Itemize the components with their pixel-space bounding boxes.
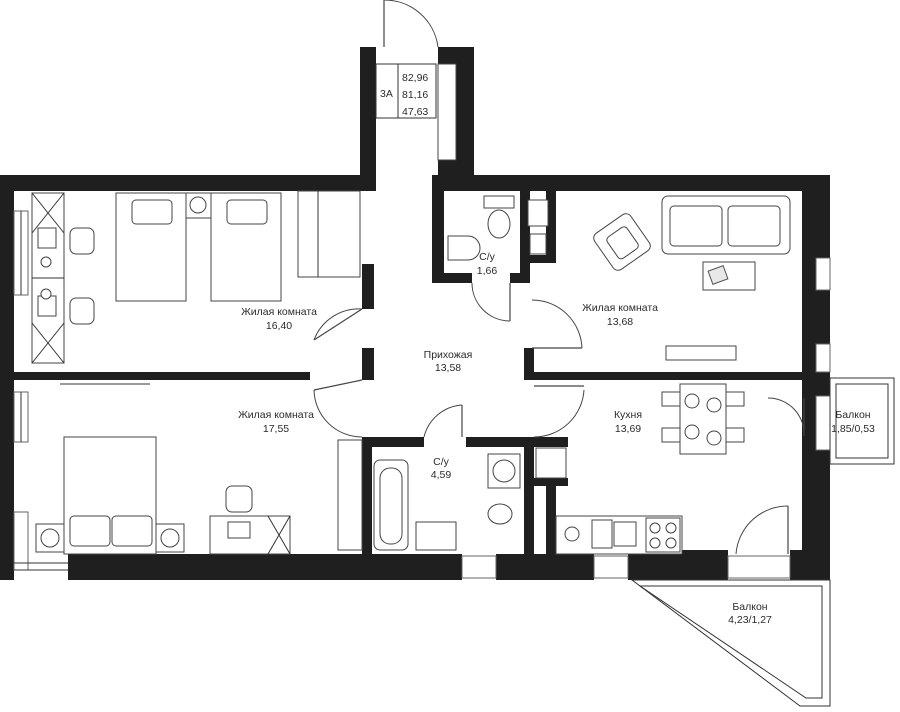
apartment-info: 3А 82,96 81,16 47,63 bbox=[375, 63, 437, 119]
wall-wc1-right bbox=[520, 191, 530, 283]
chair-bedroom1-1 bbox=[69, 227, 95, 255]
room-name-kitchen: Кухня bbox=[614, 409, 642, 421]
window-bedroom2-2 bbox=[13, 511, 29, 571]
wall-entrance-left bbox=[360, 47, 376, 175]
wall-bottom-mid bbox=[496, 554, 594, 580]
wall-bottom-right bbox=[628, 550, 728, 580]
wardrobe-bedroom2 bbox=[337, 439, 363, 551]
windows bbox=[13, 210, 831, 579]
wardrobe-bedroom1 bbox=[297, 190, 361, 278]
room-name-bedroom2: Жилая комната bbox=[238, 409, 314, 421]
toilet-wc1 bbox=[487, 209, 511, 239]
room-name-hall: Прихожая bbox=[424, 349, 473, 361]
wc1-fixtures bbox=[447, 195, 549, 261]
apartment-area-living: 47,63 bbox=[402, 106, 428, 118]
wardrobe-entrance bbox=[437, 63, 457, 161]
window-kitchen bbox=[815, 395, 831, 451]
wall-hall-right-mid bbox=[524, 348, 534, 380]
kitchen-sink bbox=[613, 521, 637, 547]
wall-wc1-left bbox=[432, 175, 444, 283]
balcony-right bbox=[829, 377, 895, 465]
kitchen-stove bbox=[645, 517, 681, 553]
wall-top-left bbox=[0, 175, 376, 191]
walls bbox=[0, 47, 830, 580]
room-area-balcony1: 1,85/0,53 bbox=[831, 423, 875, 435]
room-name-balcony1: Балкон bbox=[835, 409, 870, 421]
kitchen-column bbox=[535, 447, 567, 479]
wall-right-pier bbox=[802, 290, 830, 344]
room-name-balcony2: Балкон bbox=[732, 601, 767, 613]
wall-wc2-right bbox=[524, 437, 534, 555]
room-area-kitchen: 13,69 bbox=[615, 423, 641, 435]
wall-mid-left bbox=[0, 372, 310, 380]
doors bbox=[313, 0, 805, 555]
room-area-bedroom1: 16,40 bbox=[266, 320, 292, 332]
wall-left-pier2 bbox=[0, 442, 14, 512]
wall-wc2-top-left bbox=[372, 437, 424, 447]
room-area-wc1: 1,66 bbox=[477, 265, 498, 277]
wall-kitchen-nook-bottom bbox=[534, 478, 568, 486]
dining-table bbox=[679, 383, 727, 455]
tv-stand-living bbox=[665, 345, 737, 361]
toilet-wc2 bbox=[487, 503, 513, 525]
wall-mid-right bbox=[524, 372, 802, 380]
sink-wc2 bbox=[415, 521, 457, 551]
room-labels: Жилая комната 16,40 Жилая комната 13,68 … bbox=[238, 251, 875, 626]
wall-living-left bbox=[546, 191, 556, 263]
room-area-balcony2: 4,23/1,27 bbox=[728, 614, 772, 626]
room-area-hall: 13,58 bbox=[435, 362, 461, 374]
wall-bottom-corner bbox=[790, 550, 830, 580]
window-kitchen-door bbox=[727, 555, 791, 579]
wall-left-pier1 bbox=[0, 296, 14, 372]
window-kitchen-bottom bbox=[593, 555, 629, 579]
wall-bottom-left bbox=[68, 554, 462, 580]
wall-hall-left-mid bbox=[362, 348, 374, 380]
wall-hall-left-bottom bbox=[362, 437, 372, 555]
wall-top-right bbox=[432, 175, 830, 191]
room-area-bedroom2: 17,55 bbox=[263, 423, 289, 435]
window-wc2 bbox=[461, 555, 497, 579]
room-area-living: 13,68 bbox=[607, 316, 633, 328]
room-name-wc2: С/у bbox=[433, 456, 450, 468]
wall-right bbox=[802, 175, 830, 580]
wall-wc1-bottom bbox=[432, 273, 472, 283]
window-living bbox=[815, 257, 831, 291]
apartment-type: 3А bbox=[380, 88, 393, 100]
room-name-bedroom1: Жилая комната bbox=[241, 306, 317, 318]
wall-shaft-bottom bbox=[530, 255, 556, 263]
balcony-bottom bbox=[630, 579, 831, 707]
shaft-1 bbox=[527, 199, 549, 227]
room-area-wc2: 4,59 bbox=[431, 469, 452, 481]
coffee-table-living bbox=[702, 261, 756, 291]
sink-wc1 bbox=[447, 235, 481, 261]
wc2-fixtures bbox=[373, 453, 521, 551]
furniture-bedroom2 bbox=[35, 383, 363, 555]
wall-wc2-top-right bbox=[466, 437, 534, 447]
apartment-info-box bbox=[375, 63, 437, 119]
wall-hall-left-top bbox=[362, 264, 374, 309]
furniture-living bbox=[593, 195, 791, 361]
balconies bbox=[630, 377, 895, 707]
room-name-wc1: С/у bbox=[479, 251, 496, 263]
apartment-area-total: 82,96 bbox=[402, 72, 428, 84]
room-name-living: Жилая комната bbox=[582, 302, 658, 314]
chair-bedroom2 bbox=[225, 485, 253, 513]
chair-bedroom1-2 bbox=[69, 297, 95, 325]
apartment-area-reduced: 81,16 bbox=[402, 89, 428, 101]
furniture-kitchen bbox=[535, 383, 745, 555]
window-living-2 bbox=[815, 343, 831, 373]
wall-kitchen-nook-top bbox=[534, 437, 568, 447]
wall-kitchen-left bbox=[546, 486, 556, 554]
furniture-bedroom1 bbox=[31, 190, 361, 364]
